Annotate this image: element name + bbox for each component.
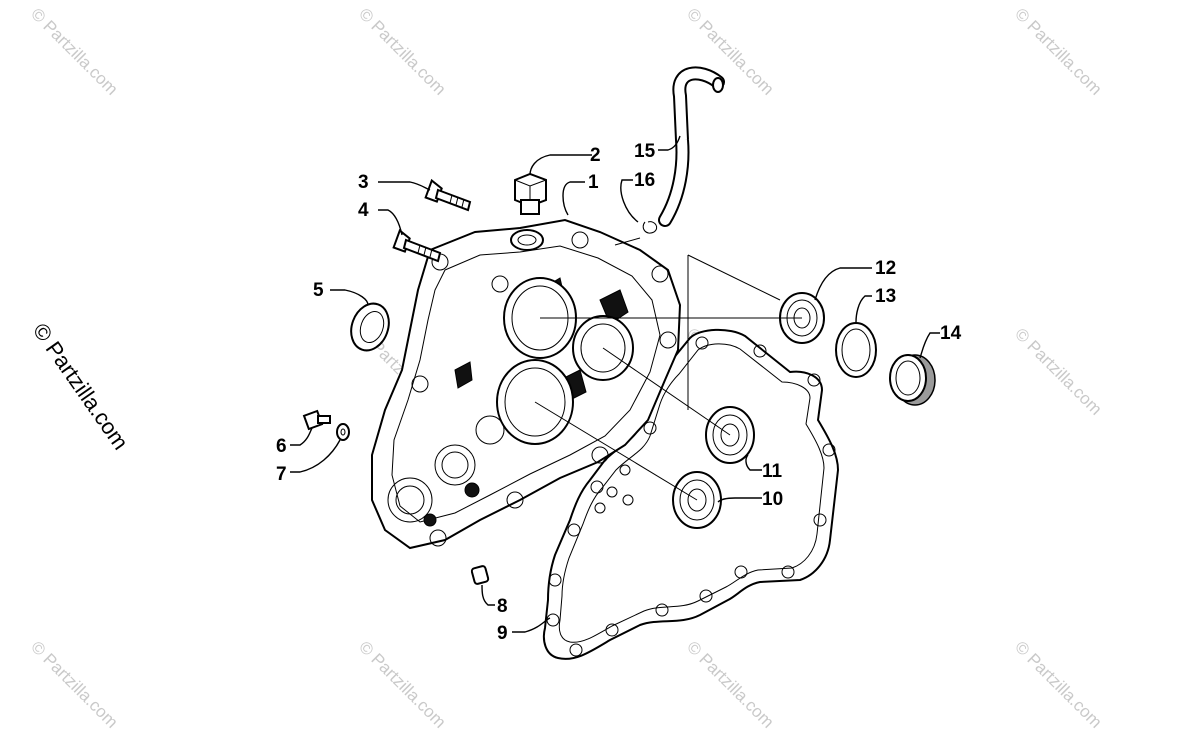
bolt-3-part[interactable] — [424, 178, 472, 212]
callout-9[interactable]: 9 — [497, 623, 508, 644]
watermark: © Partzilla.com — [27, 4, 121, 98]
callout-5[interactable]: 5 — [313, 280, 324, 301]
bolt-4-part[interactable] — [392, 228, 442, 263]
dowel-pin-part[interactable] — [470, 565, 490, 585]
callout-12[interactable]: 12 — [875, 258, 896, 279]
watermark: © Partzilla.com — [27, 637, 121, 731]
callout-8[interactable]: 8 — [497, 596, 508, 617]
watermark: © Partzilla.com — [683, 4, 777, 98]
washer-7-part[interactable] — [336, 423, 350, 441]
callout-4[interactable]: 4 — [358, 200, 369, 221]
watermark: © Partzilla.com — [1011, 4, 1105, 98]
drain-plug-part[interactable] — [514, 172, 547, 215]
callout-10[interactable]: 10 — [762, 489, 783, 510]
callout-16[interactable]: 16 — [634, 170, 655, 191]
watermark: © Partzilla.com — [355, 637, 449, 731]
callout-3[interactable]: 3 — [358, 172, 369, 193]
seal-part[interactable] — [345, 298, 395, 355]
callout-13[interactable]: 13 — [875, 286, 896, 307]
callout-6[interactable]: 6 — [276, 436, 287, 457]
watermark: © Partzilla.com — [683, 637, 777, 731]
callout-7[interactable]: 7 — [276, 464, 287, 485]
callout-14[interactable]: 14 — [940, 323, 962, 344]
callout-2[interactable]: 2 — [590, 145, 601, 166]
callout-15[interactable]: 15 — [634, 141, 656, 162]
bushing-part[interactable] — [889, 354, 936, 406]
cover-housing-part[interactable] — [371, 218, 682, 550]
ring-part[interactable] — [835, 322, 877, 378]
callout-1[interactable]: 1 — [588, 172, 599, 193]
callout-11[interactable]: 11 — [762, 461, 783, 482]
side-watermark: © Partzilla.com — [28, 319, 134, 455]
watermark: © Partzilla.com — [1011, 324, 1105, 418]
vent-hose-part[interactable] — [658, 66, 725, 227]
leader-lines — [290, 135, 940, 633]
watermark: © Partzilla.com — [355, 4, 449, 98]
watermark: © Partzilla.com — [1011, 637, 1105, 731]
screw-6-part[interactable] — [302, 409, 331, 431]
callout-labels: 1 2 3 4 5 6 7 8 9 10 11 12 13 14 15 16 — [276, 141, 962, 644]
hose-clamp-part[interactable] — [642, 221, 658, 234]
assembly-lines — [534, 237, 802, 501]
